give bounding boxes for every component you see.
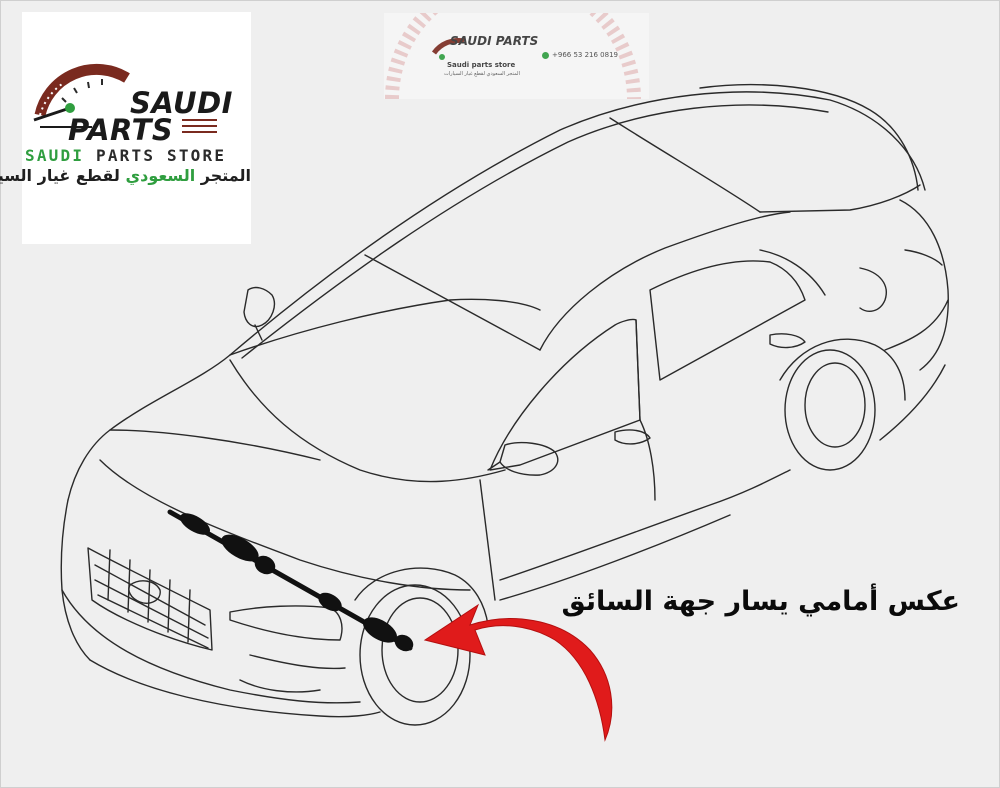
store-name-first-word: SAUDI xyxy=(25,146,85,165)
part-caption: عكس أمامي يسار جهة السائق xyxy=(561,586,961,617)
tagline-part1: المتجر xyxy=(195,166,251,185)
watermark-brand: SAUDI PARTS xyxy=(450,34,539,48)
store-name-arabic: المتجر السعودي لقطع غيار السيارات xyxy=(0,166,251,185)
store-logo-card: SAUDI PARTS SAUDI PARTS STORE المتجر الس… xyxy=(0,12,251,244)
tagline-part3: لقطع غيار السيارات xyxy=(0,166,120,185)
watermark-gauge-icon xyxy=(385,13,641,99)
brand-parts: PARTS xyxy=(68,113,174,147)
watermark-logo: SAUDI PARTS Saudi parts store المتجر الس… xyxy=(384,13,649,99)
store-name-english: SAUDI PARTS STORE xyxy=(25,146,226,165)
phone-number: +966 53 216 0819 xyxy=(552,51,618,59)
whatsapp-icon xyxy=(542,51,549,59)
watermark-phone: +966 53 216 0819 xyxy=(542,51,618,59)
tagline-part2: السعودي xyxy=(125,166,196,185)
store-name-rest: PARTS STORE xyxy=(84,146,227,165)
brand-saudi: SAUDI xyxy=(130,86,233,120)
watermark-tagline: المتجر السعودي لقطع غيار السيارات xyxy=(444,71,520,77)
watermark-store: Saudi parts store xyxy=(447,61,516,69)
speedometer-icon xyxy=(33,63,217,133)
